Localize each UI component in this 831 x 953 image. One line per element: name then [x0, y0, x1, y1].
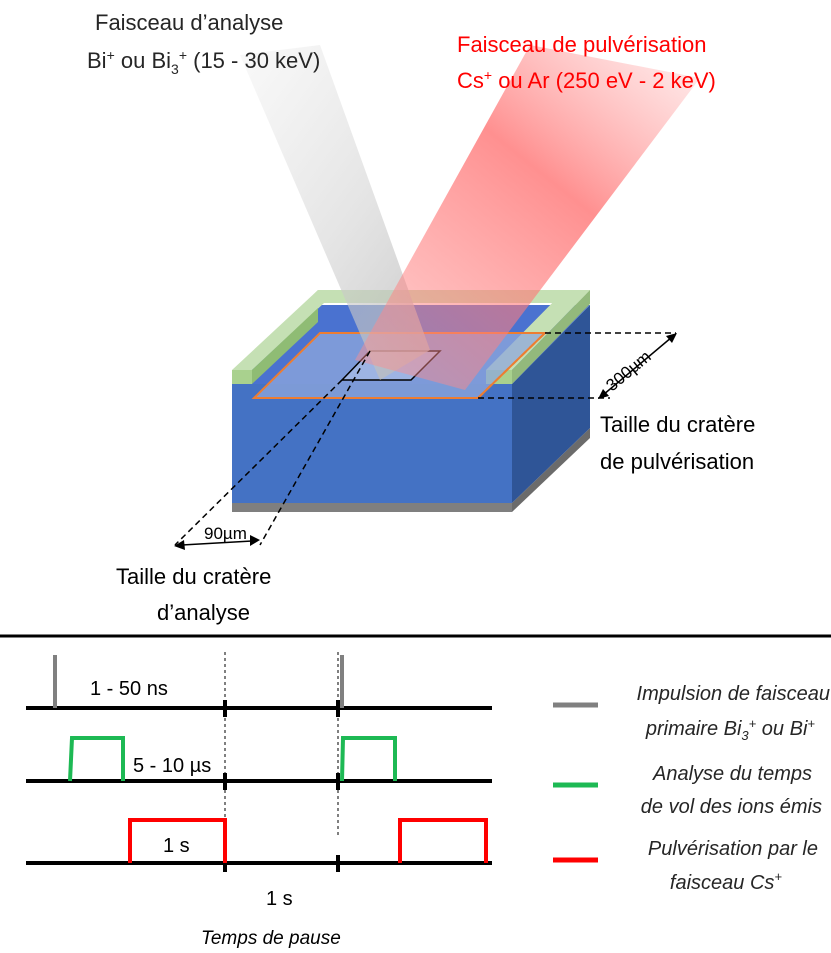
left-contact-top: [232, 290, 338, 370]
sputter-beam: [355, 45, 700, 390]
timing-diagram: 1 - 50 ns 5 - 10 µs 1 s 1 s Temps de pau…: [26, 652, 492, 949]
legend-sputtering-line2: faisceau Cs+: [670, 869, 783, 894]
left-contact-front: [232, 370, 252, 384]
sample-front-face: [232, 384, 512, 503]
legend-primary-pulse-line2: primaire Bi3+ ou Bi+: [645, 716, 816, 743]
substrate-side: [512, 428, 590, 512]
analysis-beam: [240, 45, 430, 380]
sputter-crater-label-line1: Taille du cratère: [600, 412, 755, 437]
timing-label-interval: 1 s: [266, 888, 293, 910]
sputter-dim-arrowhead-bottom: [598, 389, 609, 399]
sputter-dim-arrow-line: [602, 336, 673, 396]
analysis-pulse-1: [68, 736, 125, 782]
timing-label-pause: Temps de pause: [201, 928, 341, 949]
crater-dashed-edge: [477, 332, 546, 399]
left-contact-side: [252, 308, 318, 384]
analysis-dim-right-line: [259, 350, 371, 546]
analysis-dim-left-line: [174, 379, 343, 546]
analysis-dim-arrowhead-right: [250, 535, 260, 546]
analysis-dim-arrowhead-left: [174, 540, 185, 550]
legend-tof-analysis-line1: Analyse du temps: [652, 763, 812, 785]
sputter-dimension-label: 300µm: [602, 347, 654, 395]
sputter-crater-label-line2: de pulvérisation: [600, 449, 754, 474]
analysis-beam-species: Bi+ ou Bi3+ (15 - 30 keV): [87, 47, 320, 77]
timing-label-tof-duration: 5 - 10 µs: [133, 755, 211, 777]
sample-side-face: [512, 305, 590, 503]
legend-tof-analysis-line2: de vol des ions émis: [641, 796, 822, 818]
sputter-pulse-1: [128, 818, 227, 863]
analysis-crater-label-line2: d’analyse: [157, 600, 250, 625]
right-contact-side: [512, 290, 590, 384]
substrate-front: [232, 503, 512, 512]
sputter-pulse-2: [398, 818, 488, 863]
analysis-crater-label-line1: Taille du cratère: [116, 564, 271, 589]
sputter-beam-title: Faisceau de pulvérisation: [457, 32, 706, 57]
sputter-dim-arrowhead-top: [666, 333, 677, 343]
analysis-beam-title: Faisceau d’analyse: [95, 10, 283, 35]
sputter-beam-species: Cs+ ou Ar (250 eV - 2 keV): [457, 67, 716, 93]
analysis-dim-arrow-line: [181, 540, 253, 546]
analysis-dimension: 90µm: [174, 350, 371, 550]
analysis-dimension-label: 90µm: [204, 524, 247, 543]
analysis-pulse-2: [340, 736, 397, 782]
legend-sputtering-line1: Pulvérisation par le: [648, 838, 818, 860]
legend: Impulsion de faisceau primaire Bi3+ ou B…: [553, 683, 830, 894]
timing-label-sputter-duration: 1 s: [163, 835, 190, 857]
timing-label-pulse-duration: 1 - 50 ns: [90, 678, 168, 700]
legend-primary-pulse-line1: Impulsion de faisceau: [637, 683, 830, 705]
